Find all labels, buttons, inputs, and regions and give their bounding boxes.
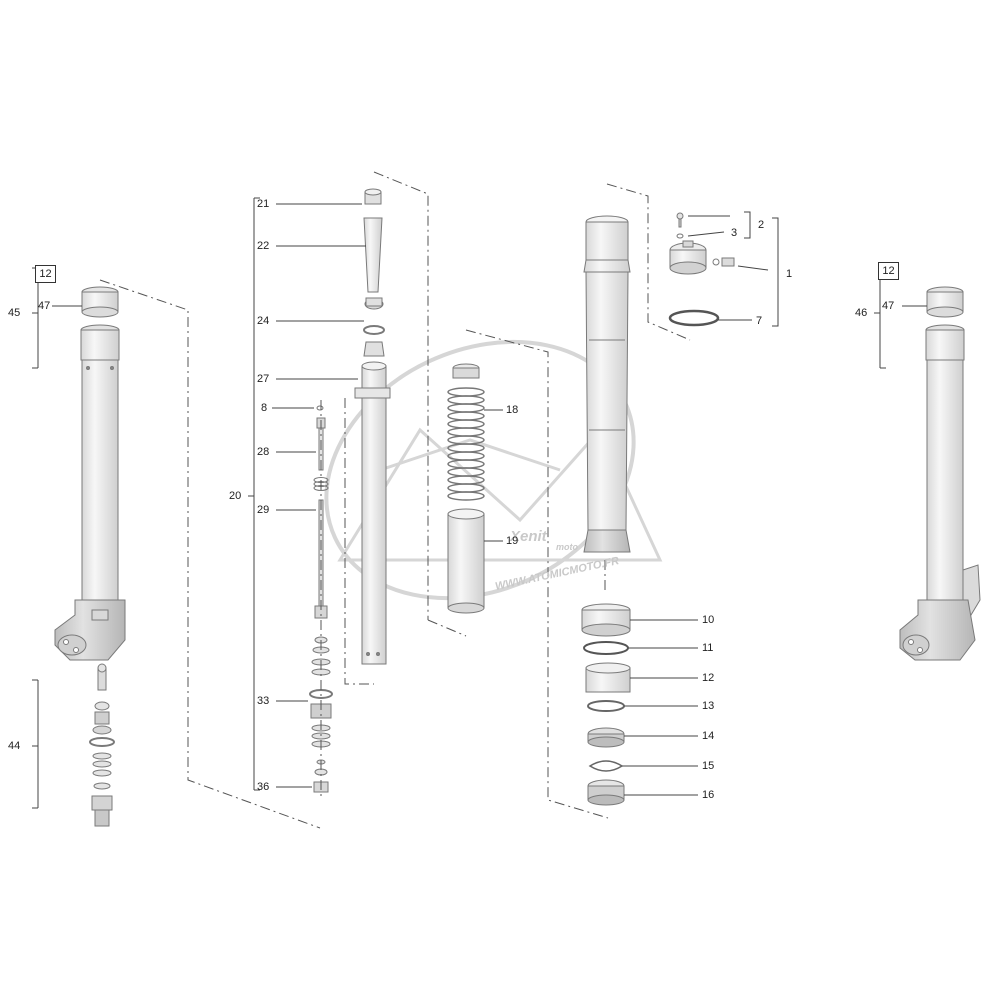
- part-label-7: 7: [756, 315, 763, 327]
- part-label-20: 20: [229, 490, 242, 502]
- part-label-27: 27: [257, 373, 270, 385]
- part-label-33: 33: [257, 695, 270, 707]
- part-label-19: 19: [506, 535, 519, 547]
- spring-and-spacer: [447, 363, 485, 614]
- left-fork-leg: [54, 286, 126, 661]
- part-label-13: 13: [702, 700, 715, 712]
- dashed-guides-spring: [427, 329, 609, 819]
- part-label-28: 28: [257, 446, 270, 458]
- seal-stack: [581, 603, 631, 806]
- right-fork-leg: [899, 286, 981, 661]
- upper-tube: [583, 215, 631, 553]
- dashed-guides-center: [320, 171, 429, 800]
- fork-cap: [668, 212, 735, 327]
- part-label-2: 2: [758, 219, 765, 231]
- part-label-21: 21: [257, 198, 270, 210]
- box-leaders: [32, 312, 880, 747]
- kit-box-label-left: 12: [35, 265, 56, 283]
- leaders-center: [253, 197, 366, 791]
- part-label-14: 14: [702, 730, 715, 742]
- spring-leaders: [484, 409, 503, 542]
- watermark-brand: Xenit: [510, 528, 547, 545]
- dashed-guides-left: [99, 279, 321, 829]
- part-label-45: 45: [8, 307, 21, 319]
- part-label-16: 16: [702, 789, 715, 801]
- part-label-15: 15: [702, 760, 715, 772]
- left-cartridge-parts: [89, 663, 115, 827]
- part-label-44: 44: [8, 740, 21, 752]
- part-label-8: 8: [261, 402, 268, 414]
- kit-box-label-right: 12: [878, 262, 899, 280]
- dashed-guides-upper: [604, 183, 691, 592]
- part-label-12: 12: [702, 672, 715, 684]
- part-label-46: 46: [855, 307, 868, 319]
- part-label-3: 3: [731, 227, 738, 239]
- part-label-10: 10: [702, 614, 715, 626]
- part-label-24: 24: [257, 315, 270, 327]
- part-label-22: 22: [257, 240, 270, 252]
- cap-leaders: [687, 211, 779, 327]
- part-label-11: 11: [702, 642, 714, 654]
- right-brackets: [879, 267, 927, 369]
- damper-assembly: [309, 188, 391, 793]
- part-label-36: 36: [257, 781, 270, 793]
- left-brackets: [32, 267, 82, 809]
- watermark-sub: moto: [556, 542, 578, 552]
- part-label-47-right: 47: [882, 300, 895, 312]
- part-label-47-left: 47: [38, 300, 51, 312]
- part-label-18: 18: [506, 404, 519, 416]
- seal-leaders: [622, 619, 698, 796]
- part-label-29: 29: [257, 504, 270, 516]
- part-label-1: 1: [786, 268, 793, 280]
